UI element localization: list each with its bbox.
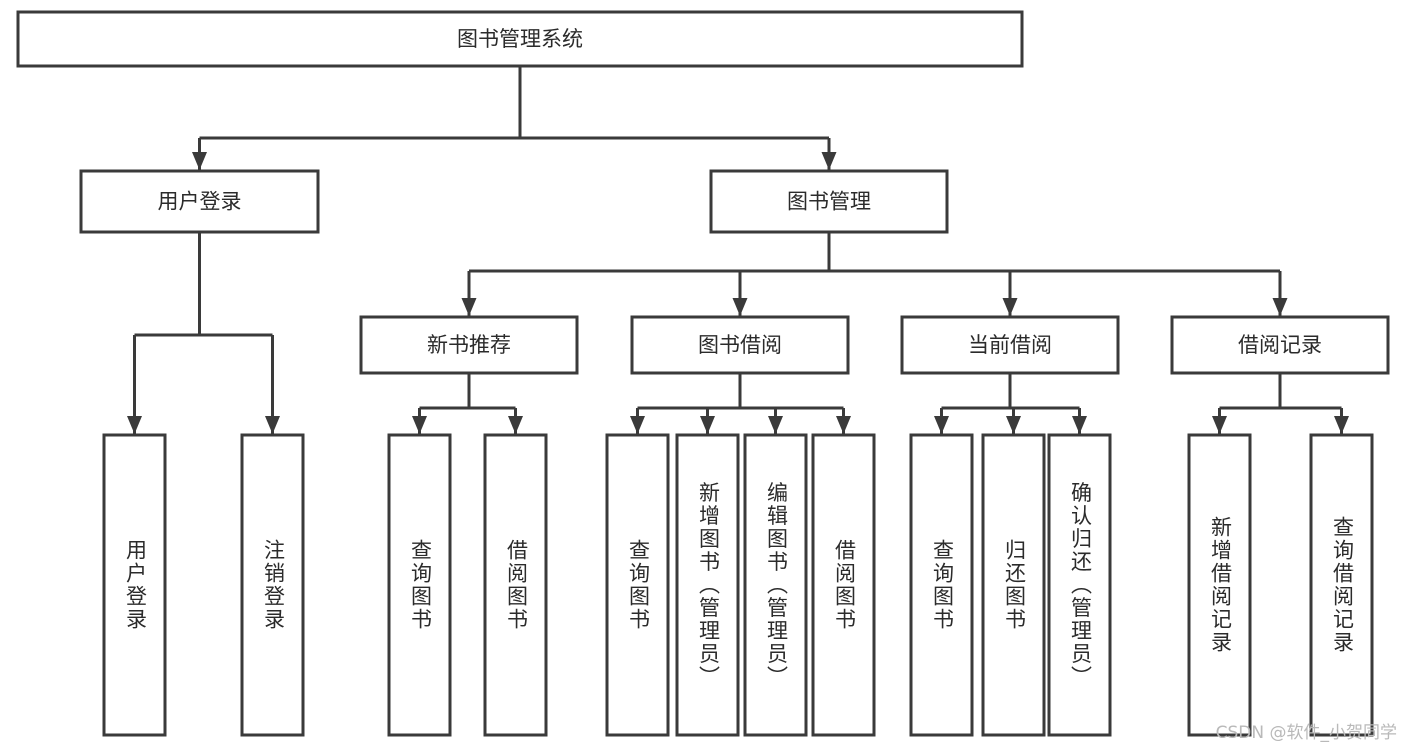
node-label-leaf-add-borrow-record: 新增借阅记录 <box>1209 516 1233 654</box>
node-box-leaf-query-book-1[interactable] <box>387 433 452 737</box>
node-box-leaf-borrow-book-1[interactable] <box>483 433 548 737</box>
csdn-watermark: CSDN @软件_小贺同学 <box>1215 723 1397 743</box>
edge-group-user-login <box>127 232 280 434</box>
node-label-leaf-logout-login: 注销登录 <box>262 539 286 631</box>
node-user-login[interactable]: 用户登录 <box>79 169 320 234</box>
node-current-borrow[interactable]: 当前借阅 <box>900 315 1120 375</box>
node-box-leaf-borrow-book-2[interactable] <box>811 433 876 737</box>
node-box-leaf-edit-book-admin[interactable] <box>743 433 808 737</box>
node-label-leaf-query-book-2: 查询图书 <box>627 539 651 631</box>
node-label-book-borrow: 图书借阅 <box>698 333 782 357</box>
node-label-leaf-query-book-3: 查询图书 <box>931 539 955 631</box>
node-label-user-login: 用户登录 <box>158 190 242 214</box>
edge-group-book-manage <box>461 232 1288 316</box>
node-box-root[interactable] <box>16 10 1024 68</box>
node-label-leaf-edit-book-admin: 编辑图书（管理员） <box>765 482 789 689</box>
node-leaf-query-book-2[interactable]: 查询图书 <box>605 433 670 737</box>
node-leaf-user-login[interactable]: 用户登录 <box>102 433 167 737</box>
node-leaf-query-borrow-record[interactable]: 查询借阅记录 <box>1309 433 1374 737</box>
node-box-user-login[interactable] <box>79 169 320 234</box>
node-label-root: 图书管理系统 <box>457 27 583 51</box>
edge-group-current-borrow <box>934 373 1087 434</box>
node-leaf-borrow-book-1[interactable]: 借阅图书 <box>483 433 548 737</box>
node-box-leaf-add-borrow-record[interactable] <box>1187 433 1252 737</box>
node-box-leaf-add-book-admin[interactable] <box>675 433 740 737</box>
node-box-book-manage[interactable] <box>709 169 949 234</box>
node-label-leaf-user-login: 用户登录 <box>124 539 148 631</box>
node-borrow-record[interactable]: 借阅记录 <box>1170 315 1390 375</box>
node-box-leaf-query-borrow-record[interactable] <box>1309 433 1374 737</box>
node-leaf-edit-book-admin[interactable]: 编辑图书（管理员） <box>743 433 808 737</box>
edge-group-book-borrow <box>630 373 851 434</box>
node-box-leaf-query-book-3[interactable] <box>909 433 974 737</box>
node-label-current-borrow: 当前借阅 <box>968 333 1052 357</box>
node-box-new-book-recommend[interactable] <box>359 315 579 375</box>
node-book-borrow[interactable]: 图书借阅 <box>630 315 850 375</box>
edge-group-new-book-recommend <box>412 373 523 434</box>
node-book-manage[interactable]: 图书管理 <box>709 169 949 234</box>
node-box-leaf-return-book[interactable] <box>981 433 1046 737</box>
node-leaf-borrow-book-2[interactable]: 借阅图书 <box>811 433 876 737</box>
node-label-book-manage: 图书管理 <box>787 190 871 214</box>
node-leaf-add-borrow-record[interactable]: 新增借阅记录 <box>1187 433 1252 737</box>
edge-group-borrow-record <box>1212 373 1349 434</box>
node-leaf-return-book[interactable]: 归还图书 <box>981 433 1046 737</box>
node-label-leaf-return-book: 归还图书 <box>1003 539 1027 631</box>
node-box-leaf-logout-login[interactable] <box>240 433 305 737</box>
node-leaf-confirm-return-admin[interactable]: 确认归还（管理员） <box>1047 433 1112 737</box>
node-leaf-query-book-1[interactable]: 查询图书 <box>387 433 452 737</box>
node-root[interactable]: 图书管理系统 <box>16 10 1024 68</box>
node-leaf-logout-login[interactable]: 注销登录 <box>240 433 305 737</box>
node-box-leaf-confirm-return-admin[interactable] <box>1047 433 1112 737</box>
node-label-leaf-add-book-admin: 新增图书（管理员） <box>697 482 721 689</box>
node-label-borrow-record: 借阅记录 <box>1238 333 1322 357</box>
node-box-borrow-record[interactable] <box>1170 315 1390 375</box>
node-label-leaf-confirm-return-admin: 确认归还（管理员） <box>1069 482 1093 689</box>
node-label-leaf-borrow-book-1: 借阅图书 <box>505 539 529 631</box>
edge-group-root <box>192 66 837 170</box>
node-box-leaf-user-login[interactable] <box>102 433 167 737</box>
node-leaf-add-book-admin[interactable]: 新增图书（管理员） <box>675 433 740 737</box>
node-leaf-query-book-3[interactable]: 查询图书 <box>909 433 974 737</box>
node-new-book-recommend[interactable]: 新书推荐 <box>359 315 579 375</box>
edges-layer <box>127 66 1349 434</box>
node-label-leaf-query-borrow-record: 查询借阅记录 <box>1331 516 1355 654</box>
node-label-leaf-borrow-book-2: 借阅图书 <box>833 539 857 631</box>
node-label-new-book-recommend: 新书推荐 <box>427 333 511 357</box>
node-box-leaf-query-book-2[interactable] <box>605 433 670 737</box>
node-box-current-borrow[interactable] <box>900 315 1120 375</box>
node-label-leaf-query-book-1: 查询图书 <box>409 539 433 631</box>
node-box-book-borrow[interactable] <box>630 315 850 375</box>
nodes-layer: 图书管理系统用户登录图书管理新书推荐图书借阅当前借阅借阅记录用户登录注销登录查询… <box>16 10 1390 737</box>
